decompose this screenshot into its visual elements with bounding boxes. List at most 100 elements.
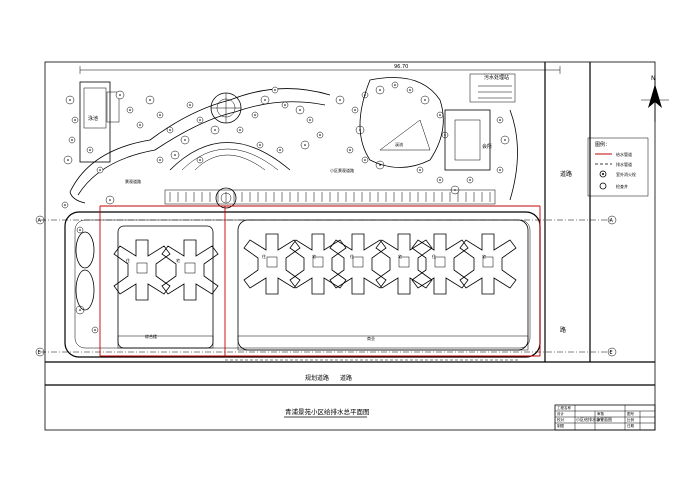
fire-hydrant-icon [599, 170, 607, 178]
tree-icon [281, 101, 289, 109]
block-unit-label: 住 [350, 253, 354, 259]
tree-icon [496, 166, 504, 174]
building-label: 污水处理站 [484, 74, 509, 81]
block-unit-label: 宅 [398, 253, 402, 259]
legend-item-label: 排水管道 [616, 161, 632, 167]
tree-icon [196, 116, 204, 124]
tree-icon [156, 111, 164, 119]
north-arrow-icon: N [641, 75, 669, 122]
title-block: 工程名称 设计 校对 制图 审核 审定 图号 比例 日期 小区给排水总平面图 [554, 404, 656, 431]
tree-icon [196, 156, 204, 164]
tree-icon [256, 141, 264, 149]
drawing-title: 青浦景苑小区给排水总平面图 [284, 407, 370, 418]
sheet-name: 小区给排水总平面图 [576, 416, 612, 422]
tree-icon [166, 126, 174, 134]
tree-icon [375, 85, 385, 95]
top-dimension-value: 96.70 [394, 64, 408, 70]
legend-item-label: 给水管道 [616, 151, 632, 157]
tree-icon [210, 125, 220, 135]
north-garden: 泳池 景观道路 小区景观道路 [69, 81, 354, 209]
row-marker-label: A [38, 218, 42, 224]
tree-icon [186, 101, 194, 109]
tree-icon [351, 106, 359, 114]
legend-item-label: 室外消火栓 [616, 171, 636, 177]
title-block-cell: 校对 [557, 417, 565, 422]
drawing-title-text: 青浦景苑小区给排水总平面图 [285, 407, 370, 416]
apartment-footprint [459, 233, 517, 295]
title-block-cell: 图号 [627, 411, 635, 416]
tree-icon [68, 136, 76, 144]
row-markers: A E A E [35, 215, 617, 357]
tree-icon [251, 111, 259, 119]
tree-icon [466, 176, 474, 184]
apartment-footprint [411, 233, 469, 295]
tree-icon [406, 86, 414, 94]
apartment-footprint [113, 239, 171, 301]
drawing-frame [44, 61, 656, 431]
road-label: 道路 [340, 374, 352, 382]
tree-icon [500, 135, 510, 145]
north-label: N [651, 75, 656, 82]
tree-icon [306, 116, 314, 124]
tree-icon [260, 95, 270, 105]
block-unit-label: 宅 [312, 253, 316, 259]
tree-icon [496, 116, 504, 124]
block-unit-label: 宅 [176, 257, 180, 263]
tree-icon [420, 95, 430, 105]
legend-heading: 图例： [595, 141, 610, 148]
tree-icon [346, 146, 354, 154]
site-roads: 规划道路 道路 道路 路 [45, 62, 655, 386]
row-marker-label: E [610, 350, 613, 356]
building-footprints: 住宅住宅住宅住宅 [113, 233, 517, 301]
tree-icon [416, 166, 424, 174]
tree-icon [316, 131, 324, 139]
tree-icon [126, 106, 134, 114]
title-block-cell: 制图 [557, 423, 565, 428]
legend-item: 给水管道 [595, 151, 632, 157]
tree-icon [295, 105, 305, 115]
road-label: 规划道路 [305, 374, 329, 382]
legend-item: 检查井 [599, 182, 628, 190]
title-block-cell: 工程名称 [557, 405, 571, 410]
title-block-cell: 比例 [627, 417, 635, 422]
stream-label: 溪流 [395, 141, 403, 147]
tree-icon [436, 176, 444, 184]
title-block-cell: 日期 [627, 423, 635, 428]
road-label: 路 [560, 326, 566, 334]
tree-icon [71, 116, 79, 124]
tree-icon [156, 156, 164, 164]
block-unit-label: 住 [262, 253, 266, 259]
row-marker-label: A [610, 218, 614, 224]
title-block-cell: 审定 [597, 417, 605, 422]
tree-symbols [61, 81, 510, 334]
tree-icon [76, 226, 84, 234]
road-label: 道路 [560, 170, 572, 178]
east-garden: 溪流 污水处理站 会所 [359, 73, 518, 201]
residential-blocks: 综合楼 商业 [117, 219, 529, 351]
building-label: 会所 [482, 143, 492, 150]
apartment-footprint [161, 239, 219, 301]
block-label: 综合楼 [145, 333, 157, 339]
block-unit-label: 宅 [482, 253, 486, 259]
tree-icon [96, 166, 104, 174]
tree-icon [335, 95, 345, 105]
pipe-network [99, 205, 541, 361]
tree-icon [91, 326, 99, 334]
block-unit-label: 住 [432, 253, 436, 259]
tree-icon [136, 121, 144, 129]
block-label: 商业 [367, 335, 375, 341]
tree-icon [86, 146, 94, 154]
apartment-footprint [329, 233, 387, 295]
top-dimension: 96.70 [79, 64, 561, 74]
legend: 图例： 给水管道 排水管道 室外消火栓 检查井 [587, 137, 649, 197]
title-block-cell: 审核 [597, 411, 605, 416]
apartment-footprint [289, 233, 347, 295]
tree-icon [105, 195, 115, 205]
legend-item-label: 检查井 [616, 183, 628, 189]
tree-icon [391, 81, 399, 89]
tree-icon [436, 111, 444, 119]
tree-icon [170, 150, 180, 160]
tree-icon [180, 135, 190, 145]
parking-strip [164, 189, 496, 205]
